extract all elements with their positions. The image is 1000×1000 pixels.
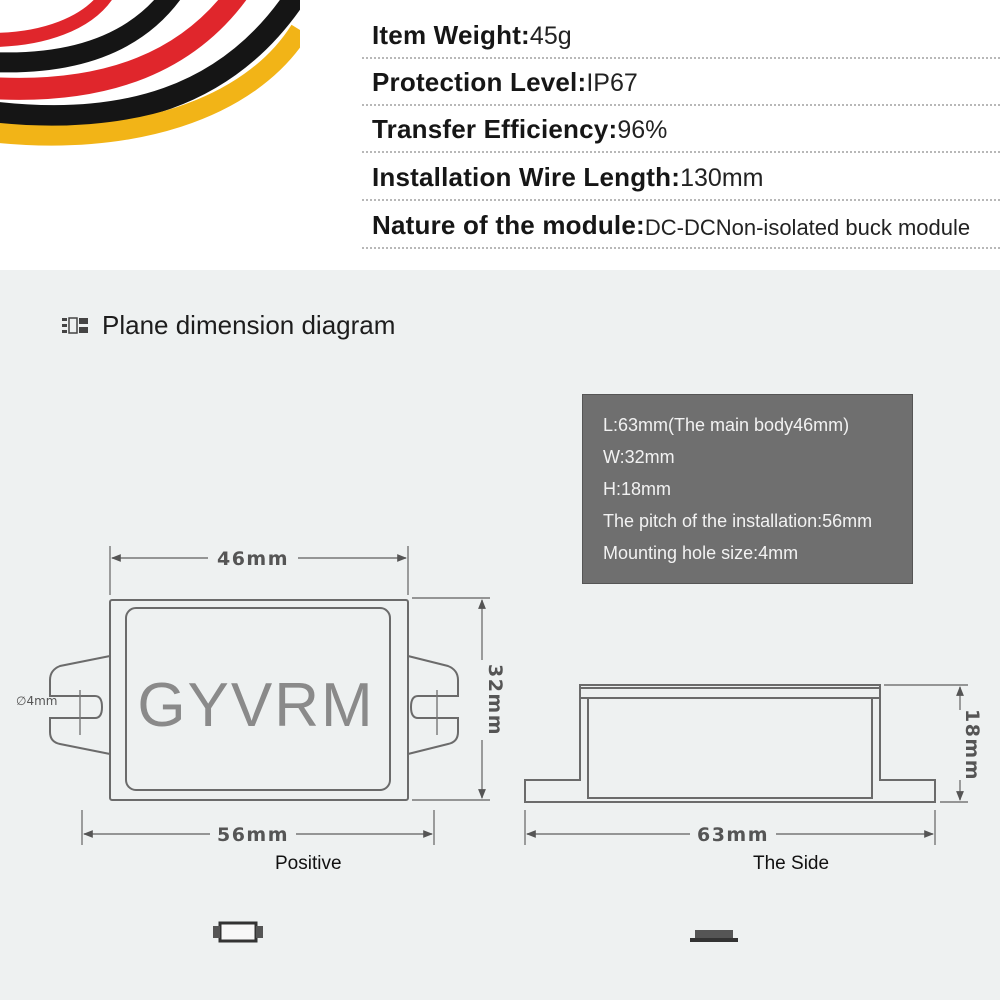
dim-side-length-label: 63mm bbox=[697, 824, 769, 846]
spec-value: 130mm bbox=[680, 164, 764, 192]
dimension-hole-size: Mounting hole size:4mm bbox=[603, 543, 799, 563]
spec-row-weight: Item Weight:45g bbox=[362, 12, 1000, 59]
spec-label: Item Weight: bbox=[372, 20, 530, 50]
spec-row-protection: Protection Level:IP67 bbox=[362, 59, 1000, 106]
dim-top-width-label: 46mm bbox=[217, 548, 289, 570]
spec-label: Installation Wire Length: bbox=[372, 162, 681, 192]
spec-row-nature: Nature of the module:DC-DCNon-isolated b… bbox=[362, 202, 1000, 249]
spec-row-wire-length: Installation Wire Length:130mm bbox=[362, 154, 1000, 201]
dim-side-height-label: 18mm bbox=[961, 709, 983, 781]
dim-bottom-width-label: 56mm bbox=[217, 824, 289, 846]
dimension-height: H:18mm bbox=[603, 479, 672, 499]
dimension-info-box: L:63mm(The main body46mm) W:32mm H:18mm … bbox=[582, 394, 913, 584]
brand-logo-text: GYVRM bbox=[137, 671, 374, 740]
dimension-pitch: The pitch of the installation:56mm bbox=[603, 511, 873, 531]
spec-label: Nature of the module: bbox=[372, 210, 645, 240]
side-inner bbox=[587, 697, 873, 799]
front-thumbnail-icon bbox=[213, 921, 263, 943]
section-header: Plane dimension diagram bbox=[62, 310, 395, 341]
front-right-ear bbox=[407, 655, 459, 755]
spec-row-efficiency: Transfer Efficiency:96% bbox=[362, 106, 1000, 153]
spec-value: 45g bbox=[529, 22, 572, 50]
dimension-width: W:32mm bbox=[603, 447, 675, 467]
spec-value: 96% bbox=[617, 116, 668, 144]
side-top bbox=[579, 687, 881, 699]
dim-front-height-label: 32mm bbox=[484, 664, 506, 736]
wires-image bbox=[0, 0, 300, 146]
side-base bbox=[524, 684, 936, 803]
front-body-inner bbox=[125, 607, 391, 791]
front-view-caption: Positive bbox=[275, 853, 342, 874]
side-view-caption: The Side bbox=[753, 853, 830, 874]
dimension-length: L:63mm(The main body46mm) bbox=[603, 415, 850, 435]
spec-label: Protection Level: bbox=[372, 67, 587, 97]
front-left-ear bbox=[49, 655, 111, 755]
spec-label: Transfer Efficiency: bbox=[372, 114, 618, 144]
dimension-diagram: GYVRM 46mm 56mm 63mm 32mm 18mm ∅4mm bbox=[16, 546, 983, 943]
dimension-section: GYVRM 46mm 56mm 63mm 32mm 18mm ∅4mm bbox=[0, 270, 1000, 1000]
section-title: Plane dimension diagram bbox=[102, 310, 396, 340]
dim-hole-label: ∅4mm bbox=[16, 694, 57, 708]
side-thumbnail-icon bbox=[690, 930, 738, 942]
spec-section: Item Weight:45g Protection Level:IP67 Tr… bbox=[0, 0, 1000, 270]
spec-value: DC-DCNon-isolated buck module bbox=[644, 215, 971, 240]
list-grid-icon bbox=[62, 316, 88, 334]
front-body-outer bbox=[109, 599, 409, 801]
spec-value: IP67 bbox=[586, 69, 638, 97]
